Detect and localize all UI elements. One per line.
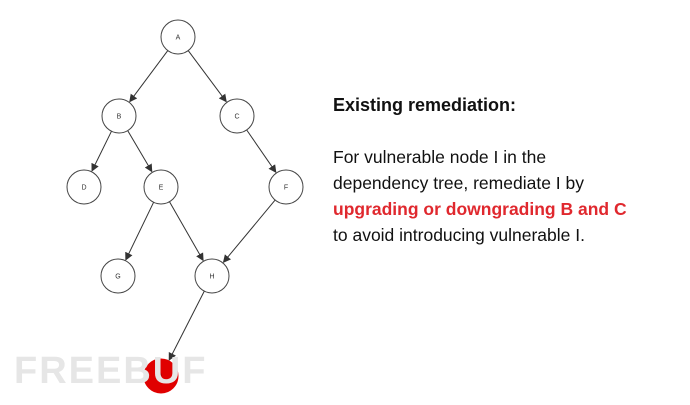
node-label-g: G: [115, 274, 120, 281]
remediation-panel: Existing remediation: For vulnerable nod…: [333, 92, 683, 248]
node-e: E: [143, 169, 179, 205]
node-label-d: D: [81, 185, 86, 192]
edge-h-i: [168, 290, 205, 361]
node-label-i: I: [160, 374, 162, 381]
panel-heading: Existing remediation:: [333, 95, 517, 115]
node-circle-d: [66, 169, 102, 205]
edge-c-f: [246, 129, 277, 174]
node-i: I: [143, 358, 179, 394]
node-g: G: [100, 258, 136, 294]
node-label-c: C: [234, 114, 239, 121]
node-label-h: H: [209, 274, 214, 281]
tree-edges: [91, 50, 277, 361]
node-label-f: F: [284, 185, 288, 192]
node-circle-c: [219, 98, 255, 134]
panel-line-emphasis: upgrading or downgrading B and C: [333, 199, 627, 219]
edge-b-d: [91, 130, 112, 172]
edge-b-e: [127, 130, 153, 173]
node-circle-b: [101, 98, 137, 134]
edge-e-h: [169, 201, 204, 262]
edge-a-c: [187, 50, 227, 103]
node-label-b: B: [117, 114, 122, 121]
edge-f-h: [222, 199, 276, 263]
node-d: D: [66, 169, 102, 205]
node-a: A: [160, 19, 196, 55]
tree-nodes: A B C D E F G H I: [66, 19, 304, 394]
node-label-e: E: [159, 185, 164, 192]
panel-line-1: For vulnerable node I in the: [333, 147, 547, 167]
node-circle-a: [160, 19, 196, 55]
node-label-a: A: [176, 35, 181, 42]
panel-line-2: dependency tree, remediate I by: [333, 173, 584, 193]
node-c: C: [219, 98, 255, 134]
edge-a-b: [129, 50, 169, 103]
node-circle-f: [268, 169, 304, 205]
node-h: H: [194, 258, 230, 294]
node-circle-e: [143, 169, 179, 205]
node-f: F: [268, 169, 304, 205]
node-b: B: [101, 98, 137, 134]
node-circle-h: [194, 258, 230, 294]
edge-e-g: [125, 202, 155, 261]
watermark-logo: FREEBUF: [14, 350, 208, 392]
node-circle-g: [100, 258, 136, 294]
panel-body: For vulnerable node I in the dependency …: [333, 144, 683, 248]
node-circle-i: [143, 358, 179, 394]
panel-line-4: to avoid introducing vulnerable I.: [333, 225, 585, 245]
